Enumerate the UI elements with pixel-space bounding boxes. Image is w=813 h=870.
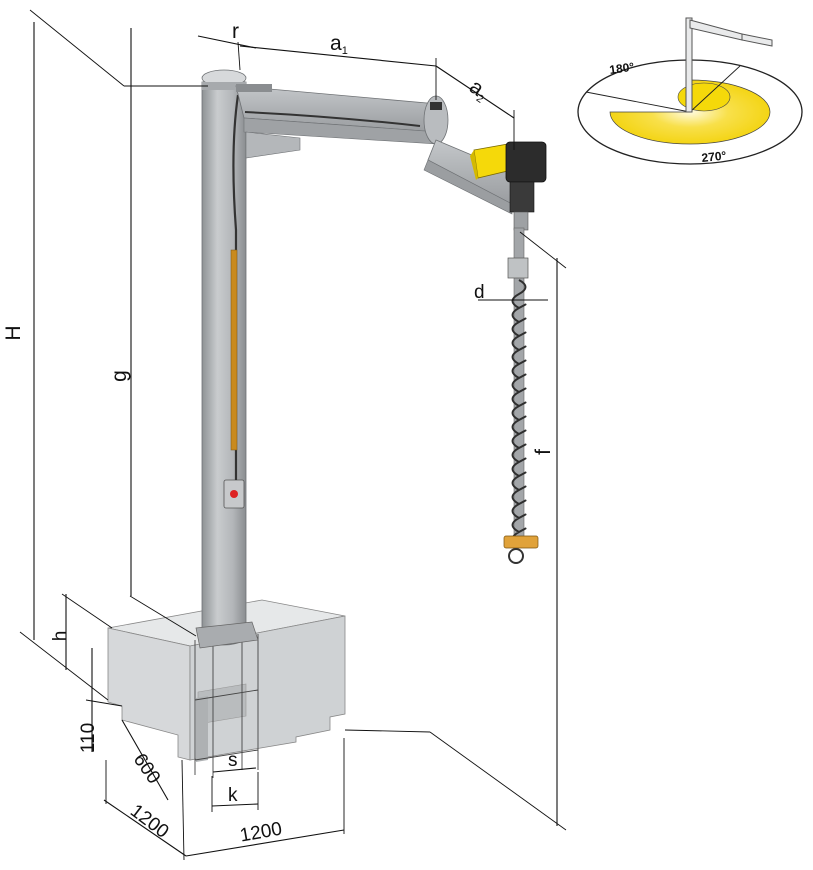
spiral-cable	[511, 279, 527, 547]
dimension-s: s	[212, 750, 257, 773]
dimension-a2: a2	[435, 65, 515, 150]
jib-arm-1	[235, 84, 439, 159]
inset-mini-crane	[685, 17, 773, 113]
label-d: d	[474, 282, 485, 303]
label-180: 180°	[608, 60, 635, 77]
label-110: 110	[78, 723, 99, 753]
concrete-base	[107, 599, 346, 762]
label-600: 600	[129, 750, 164, 788]
dimension-110: 110	[78, 648, 123, 753]
dimension-d: d	[474, 282, 548, 303]
column-cable	[230, 94, 240, 480]
label-1200-front: 1200	[238, 819, 283, 847]
dimension-r: r	[197, 20, 257, 71]
dimension-g: g	[108, 28, 208, 637]
label-g: g	[108, 370, 131, 382]
label-H: H	[2, 325, 25, 340]
lifting-spindle	[503, 227, 539, 564]
label-s: s	[228, 750, 238, 771]
dimension-h: h	[50, 593, 113, 670]
dimension-f: f	[344, 231, 567, 831]
label-a1: a1	[330, 32, 348, 57]
dimension-k: k	[211, 772, 259, 812]
arm-joint	[423, 95, 449, 145]
label-r: r	[232, 20, 239, 43]
label-h: h	[50, 631, 71, 642]
label-k: k	[228, 785, 238, 806]
label-1200-side: 1200	[126, 800, 172, 842]
label-f: f	[532, 449, 555, 455]
label-270: 270°	[701, 148, 727, 165]
dimension-a1: a1	[239, 32, 437, 100]
swing-range-inset: 180° 270°	[577, 17, 803, 165]
anchor-cage	[194, 634, 259, 778]
dimension-600: 600	[121, 719, 169, 801]
dimension-H: H	[2, 9, 125, 701]
load-hook	[503, 535, 539, 564]
hoist-motor	[470, 141, 547, 231]
